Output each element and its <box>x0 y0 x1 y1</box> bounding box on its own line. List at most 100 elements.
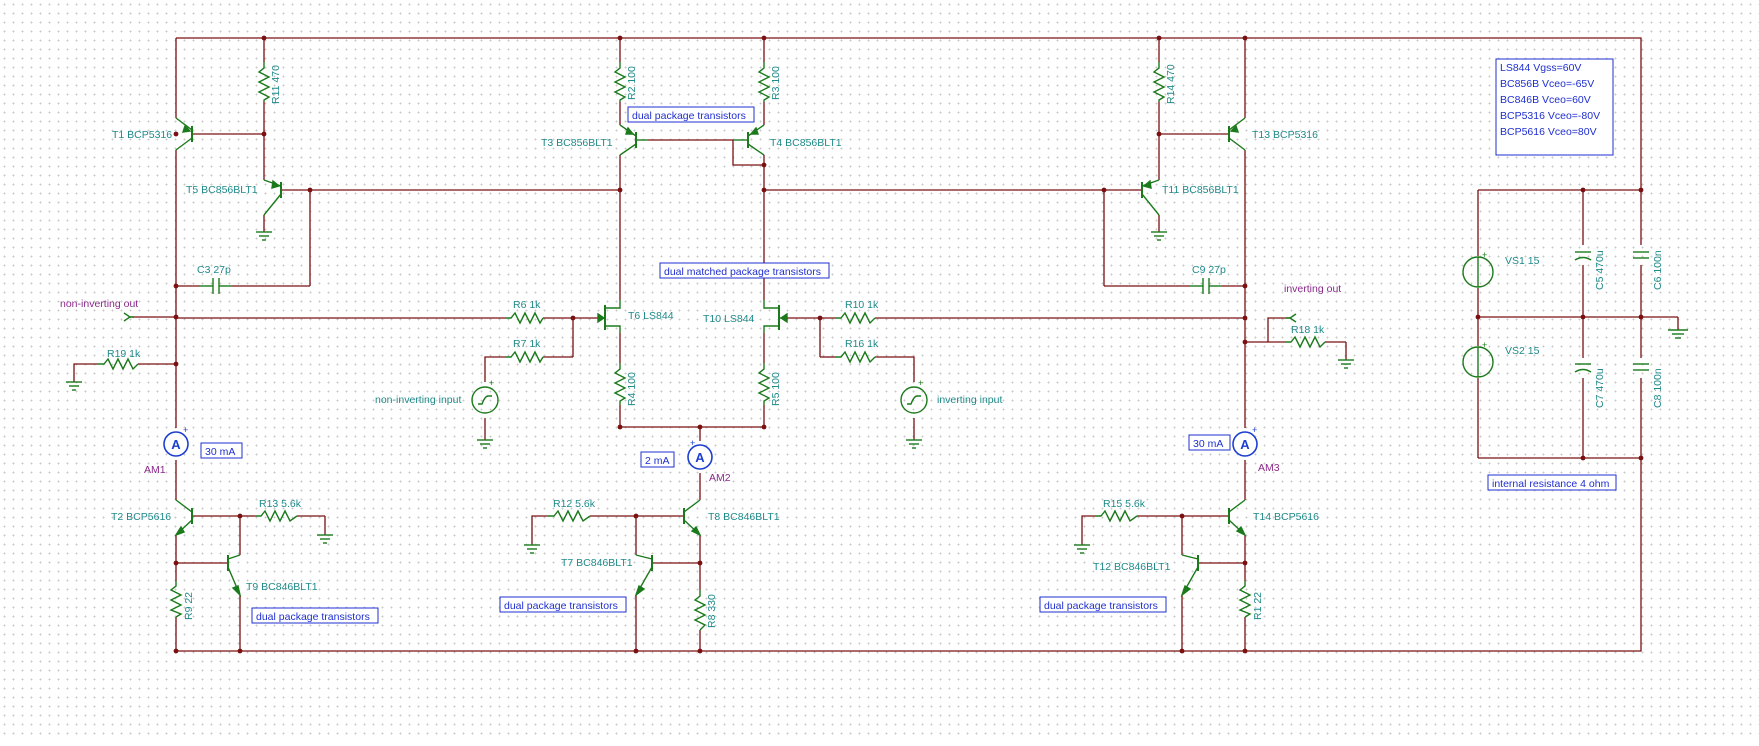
r11-symbol[interactable] <box>257 62 271 102</box>
r1-label: R1 22 <box>1252 592 1264 620</box>
t5-symbol[interactable] <box>263 179 282 216</box>
rating-line: BC846B Vceo=60V <box>1500 94 1591 106</box>
junction-dot <box>173 648 179 654</box>
t12-symbol[interactable] <box>1180 554 1199 597</box>
svg-text:+: + <box>690 438 695 448</box>
vs2-symbol[interactable]: + <box>1462 340 1494 378</box>
t4-symbol[interactable] <box>733 124 765 156</box>
r5-label: R5 100 <box>770 372 782 406</box>
r4-symbol[interactable] <box>613 363 627 405</box>
am1-symbol-letter: A <box>171 437 181 452</box>
ratings-box: LS844 Vgss=60V BC856B Vceo=-65V BC846B V… <box>1495 58 1614 156</box>
am3-ammeter[interactable]: A + <box>1232 425 1258 457</box>
t11-label: T11 BC856BLT1 <box>1162 184 1239 196</box>
t1-symbol[interactable] <box>175 117 193 151</box>
junction-dot <box>1580 314 1586 320</box>
labels: T1 BCP5316 T5 BC856BLT1 T3 BC856BLT1 T4 … <box>60 64 1664 628</box>
r3-symbol[interactable] <box>757 62 771 102</box>
am1-ammeter[interactable]: A + <box>163 425 189 457</box>
junction-dot <box>761 187 767 193</box>
note-current-am3: 30 mA <box>1188 434 1231 451</box>
inv-input-source[interactable]: + <box>900 378 928 414</box>
svg-text:dual package transistors: dual package transistors <box>504 600 618 612</box>
ground-icon <box>1074 544 1090 554</box>
svg-text:+: + <box>1252 425 1257 435</box>
output-terminals <box>123 312 1297 323</box>
c6-symbol[interactable] <box>1633 251 1649 259</box>
r6-label: R6 1k <box>513 299 541 311</box>
t8-symbol[interactable] <box>683 499 702 537</box>
r5-symbol[interactable] <box>757 363 771 405</box>
noninv-input-source[interactable]: + <box>471 378 499 414</box>
r12-symbol[interactable] <box>548 509 591 523</box>
t9-symbol[interactable] <box>227 554 242 598</box>
junction-dot <box>697 560 703 566</box>
r7-label: R7 1k <box>513 338 541 350</box>
t13-symbol[interactable] <box>1228 117 1246 151</box>
r6-symbol[interactable] <box>505 311 544 325</box>
junction-dot <box>617 35 623 41</box>
t2-label: T2 BCP5616 <box>111 511 171 523</box>
t11-symbol[interactable] <box>1141 179 1160 216</box>
r8-symbol[interactable] <box>693 590 707 631</box>
t9-label: T9 BC846BLT1 <box>246 581 318 593</box>
r2-symbol[interactable] <box>613 62 627 102</box>
t7-symbol[interactable] <box>634 554 653 597</box>
t10-symbol[interactable] <box>763 300 788 333</box>
junction-dot <box>617 187 623 193</box>
vs1-symbol[interactable]: + <box>1462 250 1494 288</box>
c5-label: C5 470u <box>1594 250 1606 290</box>
t2-symbol[interactable] <box>174 499 193 537</box>
t10-label: T10 LS844 <box>703 313 755 325</box>
t14-symbol[interactable] <box>1228 499 1247 537</box>
note-dual-pkg-t3t4: dual package transistors <box>627 106 755 123</box>
r2-label: R2 100 <box>626 66 638 100</box>
svg-text:dual matched package transisto: dual matched package transistors <box>664 266 821 278</box>
t3-symbol[interactable] <box>619 124 648 156</box>
r9-label: R9 22 <box>183 592 195 620</box>
rating-line: LS844 Vgss=60V <box>1500 62 1581 74</box>
r15-symbol[interactable] <box>1095 509 1138 523</box>
junction-dot <box>1101 187 1107 193</box>
junction-dot <box>633 513 639 519</box>
c3-symbol[interactable] <box>200 278 232 294</box>
am2-ammeter[interactable]: A + <box>687 438 713 470</box>
c6-label: C6 100n <box>1652 250 1664 290</box>
note-boxes: dual package transistors dual matched pa… <box>200 58 1617 624</box>
junction-dot <box>237 513 243 519</box>
inv-out-terminal[interactable] <box>1286 313 1297 323</box>
r9-symbol[interactable] <box>169 581 183 618</box>
t1-label: T1 BCP5316 <box>112 129 172 141</box>
r13-symbol[interactable] <box>255 509 298 523</box>
junction-dot <box>570 315 576 321</box>
c3-label: C3 27p <box>197 264 231 276</box>
r18-symbol[interactable] <box>1285 335 1326 349</box>
t4-label: T4 BC856BLT1 <box>770 137 842 149</box>
r16-symbol[interactable] <box>835 350 876 364</box>
junction-dot <box>173 283 179 289</box>
r14-symbol[interactable] <box>1152 62 1166 102</box>
r1-symbol[interactable] <box>1238 581 1252 618</box>
am1-label: AM1 <box>144 464 166 476</box>
ground-icon <box>477 439 493 449</box>
r10-symbol[interactable] <box>835 311 876 325</box>
c7-symbol[interactable] <box>1574 363 1592 373</box>
junction-dot <box>817 315 823 321</box>
note-dual-pkg-t12t14: dual package transistors <box>1039 596 1167 613</box>
c9-symbol[interactable] <box>1190 278 1222 294</box>
noninv-out-terminal[interactable] <box>123 312 134 322</box>
c5-symbol[interactable] <box>1574 251 1592 261</box>
r16-label: R16 1k <box>845 338 879 350</box>
t5-label: T5 BC856BLT1 <box>186 184 258 196</box>
junction-dot <box>697 648 703 654</box>
r19-symbol[interactable] <box>98 357 139 371</box>
junction-dot <box>307 187 313 193</box>
r11-label: R11 470 <box>270 65 282 104</box>
inv-out-label: inverting out <box>1284 283 1341 295</box>
c8-symbol[interactable] <box>1633 363 1649 371</box>
r7-symbol[interactable] <box>505 350 544 364</box>
junction-dot <box>1242 339 1248 345</box>
junction-dot <box>1638 455 1644 461</box>
t6-symbol[interactable] <box>597 300 621 333</box>
junction-dot <box>173 314 179 320</box>
